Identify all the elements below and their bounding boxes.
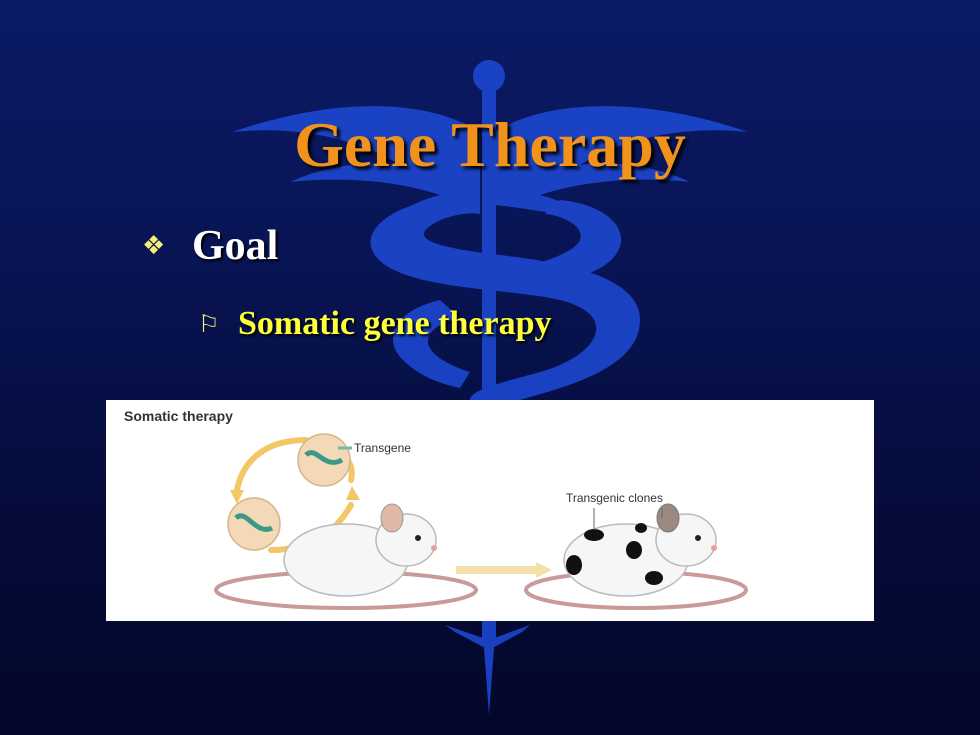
somatic-therapy-figure: Somatic therapy Transgene Transgenic clo…	[106, 400, 874, 621]
transgene-label: Transgene	[354, 441, 411, 455]
bullet-goal-text: Goal	[192, 223, 279, 269]
diamond-bullet-icon: ❖	[142, 231, 166, 261]
bullet-somatic: ⚐ Somatic gene therapy	[198, 305, 552, 343]
figure-title: Somatic therapy	[124, 408, 233, 424]
bullet-goal: ❖ Goal	[142, 222, 278, 270]
bullet-somatic-text: Somatic gene therapy	[238, 305, 552, 342]
flag-bullet-icon: ⚐	[198, 310, 220, 338]
slide-title: Gene Therapy	[294, 109, 686, 180]
transgenic-clones-label: Transgenic clones	[566, 491, 663, 505]
somatic-therapy-illustration	[214, 433, 748, 610]
